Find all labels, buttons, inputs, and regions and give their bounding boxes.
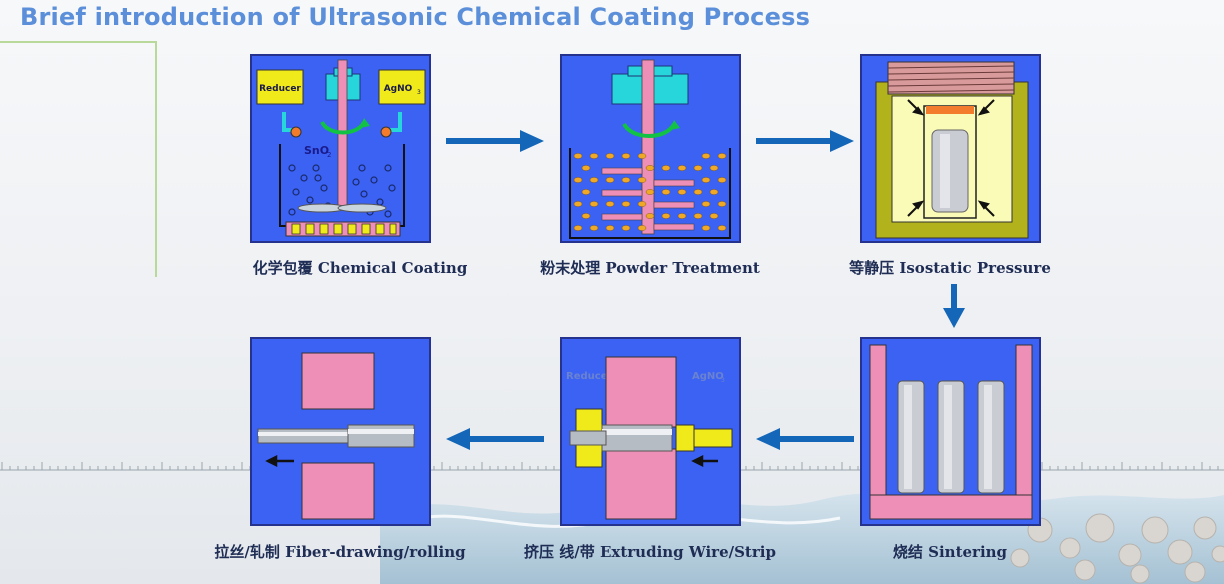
agno3-label: AgNO [384,84,413,94]
extruding-panel: Reduce AgNO 3 [560,337,741,526]
powder-treatment-panel [560,54,741,243]
flow-arrow [446,428,544,450]
step-caption: 烧结 Sintering [892,543,1008,561]
step-caption: 挤压 线/带 Extruding Wire/Strip [524,543,776,561]
page-title: Brief introduction of Ultrasonic Chemica… [20,3,811,31]
agno3-faded-label: AgNO [692,371,724,382]
svg-text:3: 3 [721,377,725,384]
flow-arrow [756,130,854,152]
isostatic-pressure-panel [860,54,1041,243]
reducer-label: Reducer [259,84,301,94]
flow-arrow [756,428,854,450]
step-caption: 拉丝/轧制 Fiber-drawing/rolling [214,543,466,561]
flow-arrow [446,130,544,152]
step-caption: 粉末处理 Powder Treatment [540,259,760,277]
flow-arrow [943,284,965,328]
step-caption: 等静压 Isostatic Pressure [849,259,1051,277]
sno2-label: SnO [304,144,329,157]
fiber-drawing-panel [250,337,431,526]
decorative-line [0,41,156,43]
sno2-subscript: 2 [327,151,331,159]
decorative-line [155,41,157,277]
agno3-subscript: 3 [417,89,421,96]
sintering-panel [860,337,1041,526]
water-splash-decoration [380,492,1224,584]
step-caption: 化学包覆 Chemical Coating [252,259,468,277]
reducer-faded-label: Reduce [566,371,608,382]
chemical-coating-panel: Reducer AgNO 3 SnO 2 [250,54,431,243]
